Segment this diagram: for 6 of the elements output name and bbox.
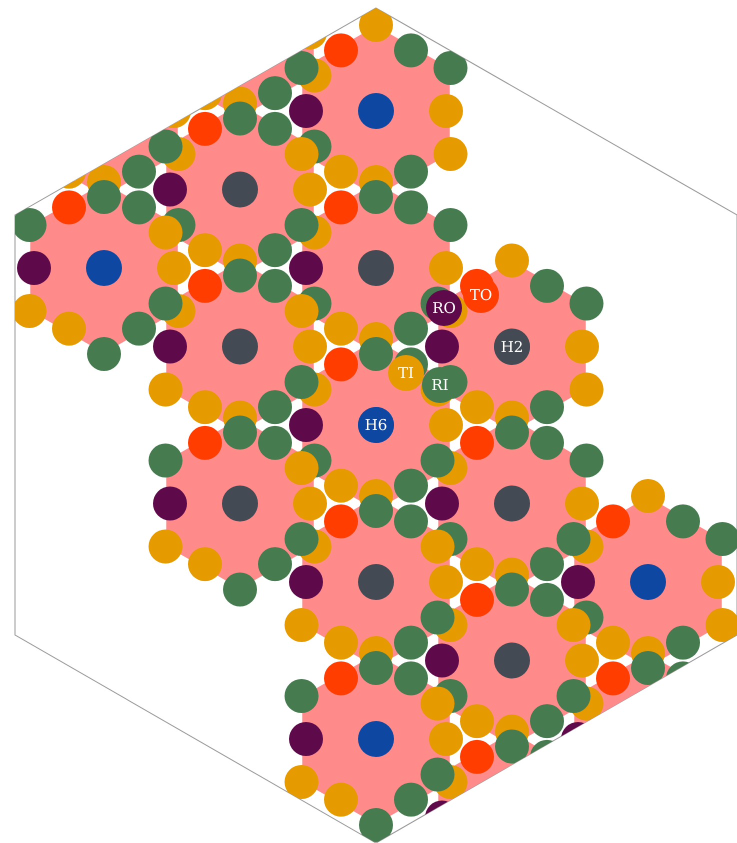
position-label: RI xyxy=(431,376,449,394)
position-label: H2 xyxy=(500,338,524,356)
position-label: RO xyxy=(432,299,456,317)
position-label: TO xyxy=(470,286,492,304)
position-label: TI xyxy=(398,364,414,382)
position-label: H6 xyxy=(364,416,388,434)
